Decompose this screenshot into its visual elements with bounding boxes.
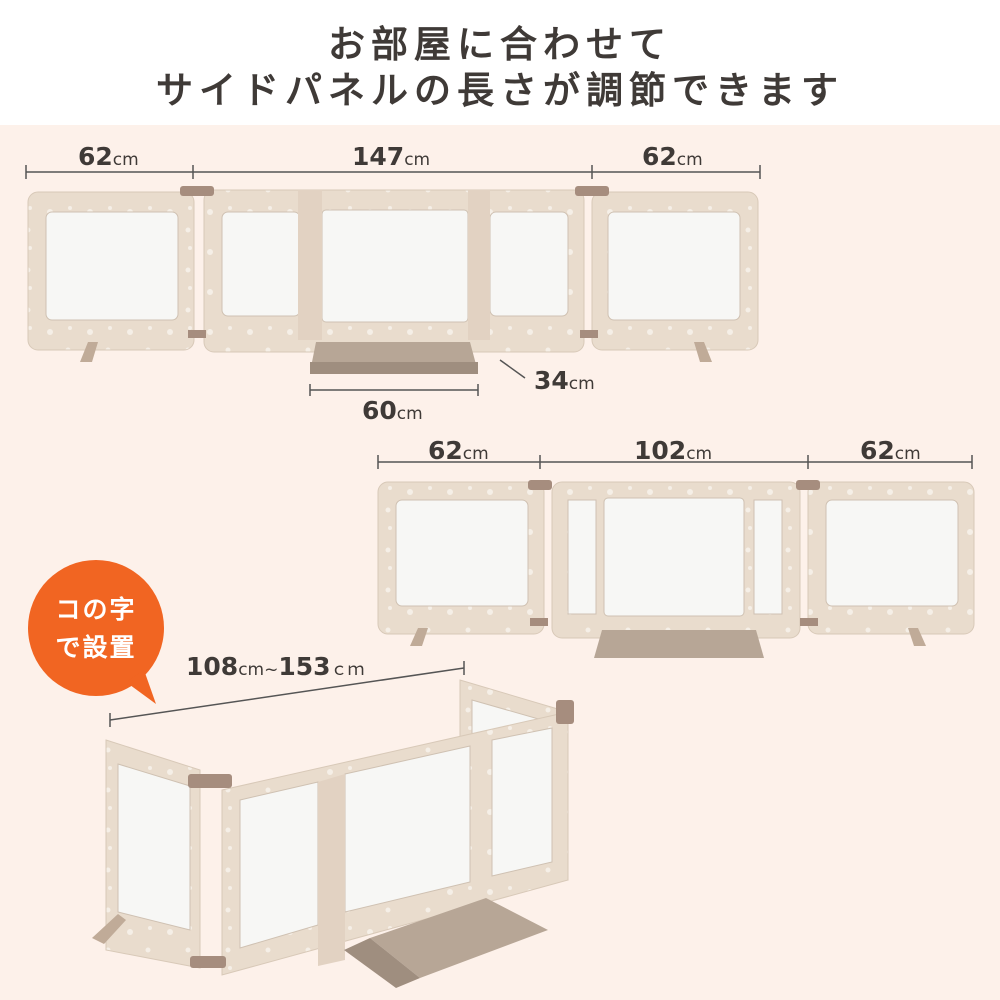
dim-b-center: 102cm [634, 436, 713, 465]
dim-a-left: 62cm [78, 142, 139, 171]
dim-a-right: 62cm [642, 142, 703, 171]
dim-a-tray-depth: 34cm [534, 366, 595, 395]
dimension-line-c [109, 661, 465, 727]
dim-b-left: 62cm [428, 436, 489, 465]
headline-line-1: お部屋に合わせて [328, 23, 672, 66]
header-band: お部屋に合わせて サイドパネルの長さが調節できます [0, 0, 1000, 125]
dimension-lines-b [377, 455, 973, 469]
badge-line-1: コの字 [55, 595, 137, 624]
dimension-lines-a [25, 165, 761, 396]
gate-a [27, 186, 759, 374]
badge-bubble [28, 560, 164, 704]
gate-b [377, 480, 975, 658]
dim-a-center: 147cm [352, 142, 431, 171]
headline-line-2: サイドパネルの長さが調節できます [156, 69, 844, 112]
gate-c [92, 679, 574, 988]
dim-b-right: 62cm [860, 436, 921, 465]
badge-text: コの字 で設置 [36, 591, 156, 667]
badge-line-2: で設置 [55, 633, 137, 662]
dim-c-range: 108cm~153ｃｍ [186, 652, 365, 681]
dim-a-tray-width: 60cm [362, 396, 423, 425]
